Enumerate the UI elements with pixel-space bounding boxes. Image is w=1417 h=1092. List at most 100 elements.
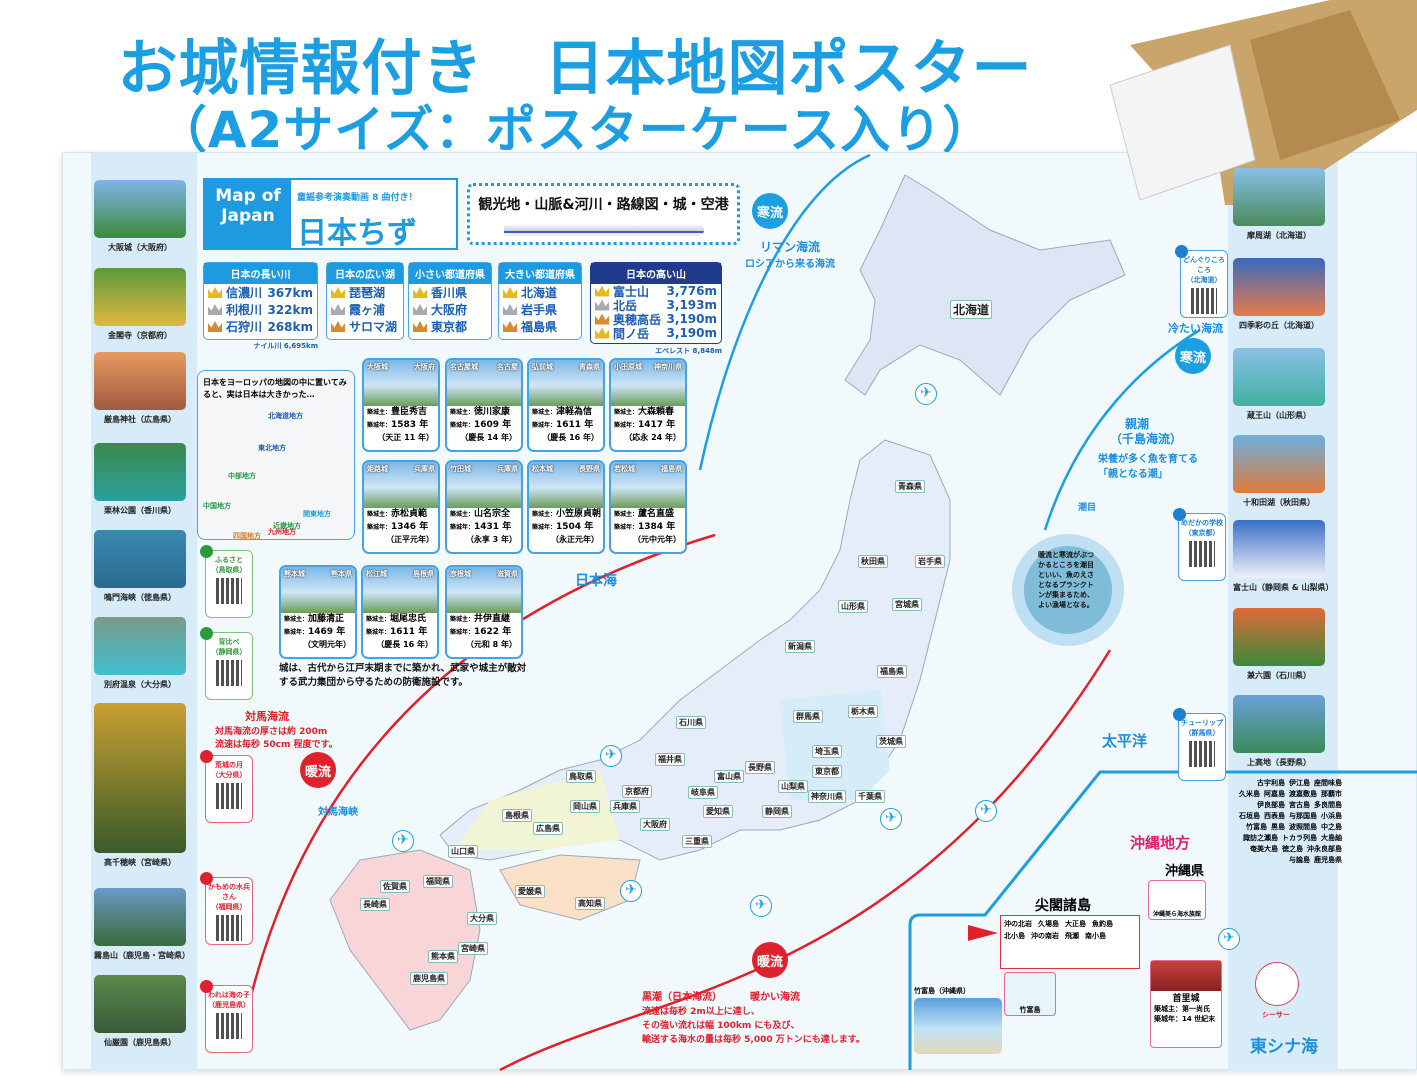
prefecture-label: 熊本県 — [428, 950, 458, 963]
qr-code-icon[interactable] — [1189, 741, 1215, 767]
prefecture-label: 北海道 — [950, 300, 993, 319]
crown-icon — [331, 304, 345, 315]
song-qr-card[interactable]: どんぐりころころ（北海道） — [1175, 245, 1228, 318]
song-qr-card[interactable]: めだかの学校（東京都） — [1173, 508, 1226, 581]
island-label: トカラ列島 — [1282, 834, 1317, 842]
kuroshio-desc-3: 輸送する海水の量は毎秒 5,000 万トンにも達します。 — [642, 1035, 865, 1045]
qr-code-icon[interactable] — [216, 915, 242, 941]
ranking-name: 利根川 — [226, 303, 263, 317]
builder-label: 築城主： — [532, 409, 557, 416]
song-qr-card[interactable]: ふるさと（鳥取県） — [200, 545, 253, 618]
year-label: 築城年： — [367, 422, 392, 429]
photo-image — [1233, 520, 1325, 578]
prefecture-label: 大分県 — [467, 912, 497, 925]
song-qr-card[interactable]: 荒城の月（大分県） — [200, 750, 253, 823]
castle-builder-row: 築城主：加藤清正 — [281, 613, 355, 626]
castle-year-row: 築城年：1417 年 — [611, 419, 685, 432]
castle-builder-row: 築城主：徳川家康 — [447, 406, 521, 419]
photo-image — [1233, 608, 1325, 666]
prefecture-label: 秋田県 — [858, 555, 888, 568]
ranking-name: 琵琶湖 — [349, 286, 386, 300]
castle-builder-row: 築城主：津軽為信 — [529, 406, 603, 419]
okinawa-pref-title: 沖縄県 — [1165, 864, 1205, 879]
castle-builder: 徳川家康 — [474, 407, 511, 417]
song-qr-card[interactable]: かもめの水兵さん（福岡県） — [200, 872, 253, 945]
photo-card: 十和田湖（秋田県） — [1233, 435, 1325, 508]
castle-pref: 福島県 — [661, 465, 682, 473]
island-label: 波照間島 — [1289, 823, 1317, 831]
poster-subtitle: （A2サイズ：ポスターケース入り） — [156, 101, 994, 159]
castle-name: 弘前城 — [532, 363, 553, 371]
ranking-name: 北海道 — [521, 286, 558, 300]
qr-code-icon[interactable] — [216, 578, 242, 604]
okinawa-region-title: 沖縄地方 — [1130, 834, 1191, 852]
crown-icon — [595, 285, 609, 297]
qr-code-icon[interactable] — [216, 660, 242, 686]
qr-code-icon[interactable] — [216, 1013, 242, 1039]
song-pref: （鹿児島県） — [208, 1001, 250, 1009]
prefecture-label: 新潟県 — [785, 640, 815, 653]
kuroshio-desc-1: 流速は毎秒 2m以上に達し、 — [642, 1007, 760, 1017]
song-title: チューリップ — [1181, 719, 1223, 727]
year-label: 築城年： — [450, 422, 475, 429]
qr-code-icon[interactable] — [1189, 541, 1215, 567]
castle-year-row: 築城年：1469 年 — [281, 626, 355, 639]
poster-tube — [1109, 44, 1256, 201]
ranking-box: 小さい都道府県香川県大阪府東京都 — [408, 262, 492, 340]
ranking-value: 268km — [267, 319, 313, 334]
prefecture-label: 山梨県 — [778, 780, 808, 793]
island-label: 石垣島 — [1239, 812, 1260, 820]
song-pref: （群馬県） — [1184, 729, 1220, 737]
ranking-name: 霞ヶ浦 — [349, 303, 386, 317]
qr-code-icon[interactable] — [216, 783, 242, 809]
castle-name: 松本城 — [532, 465, 553, 473]
castle-card: 小田原城神奈川県築城主：大森頼春築城年：1417 年（応永 24 年） — [609, 358, 687, 452]
crown-icon — [413, 321, 427, 332]
song-title: われは海の子 — [208, 991, 250, 999]
builder-label: 築城主： — [614, 511, 639, 518]
cold-current-badge: 寒流 — [752, 193, 788, 229]
island-label: 伊江島 — [1289, 779, 1310, 787]
island-label: 黒島 — [1271, 823, 1285, 831]
crown-icon — [595, 327, 609, 339]
photo-image — [94, 268, 186, 326]
qr-code-icon[interactable] — [1191, 288, 1217, 314]
castle-card: 若松城福島県築城主：蘆名直盛築城年：1384 年（元中元年） — [609, 460, 687, 554]
prefecture-label: 愛媛県 — [515, 885, 545, 898]
airport-icon: ✈ — [915, 383, 937, 405]
photo-card: 霧島山（鹿児島・宮崎県） — [94, 888, 190, 961]
prefecture-label: 岡山県 — [570, 800, 600, 813]
year-label: 築城年： — [450, 524, 475, 531]
song-qr-card[interactable]: われは海の子 （鹿児島県） — [200, 980, 253, 1053]
ranking-row: 香川県 — [409, 284, 491, 301]
prefecture-label: 青森県 — [895, 480, 925, 493]
song-qr-card[interactable]: 背比べ（静岡県） — [200, 627, 253, 700]
castle-pref: 島根県 — [413, 570, 434, 578]
photo-image — [1233, 695, 1325, 753]
castle-pref: 長野県 — [579, 465, 600, 473]
prefecture-label: 鹿児島県 — [410, 972, 448, 985]
ranking-name: 北岳 — [613, 298, 638, 313]
photo-caption: 高千穂峡（宮崎県） — [104, 858, 176, 867]
builder-label: 築城主： — [367, 409, 392, 416]
liman-current-desc: ロシアから来る海流 — [745, 259, 835, 270]
shinkansen-illustration — [503, 224, 704, 236]
ranking-title: 日本の高い山 — [591, 263, 721, 284]
japan-sea-label: 日本海 — [575, 573, 617, 589]
castle-photo: 姫路城兵庫県 — [364, 462, 438, 508]
prefecture-label: 広島県 — [533, 822, 563, 835]
senkaku-island-label: 大正島 — [1065, 920, 1086, 928]
photo-card: 四季彩の丘（北海道） — [1233, 258, 1325, 331]
castle-photo: 松江城島根県 — [363, 567, 437, 613]
island-label: 鹿児島県 — [1314, 856, 1342, 864]
prefecture-label: 高知県 — [575, 897, 605, 910]
song-qr-card[interactable]: チューリップ （群馬県） — [1173, 708, 1226, 781]
castle-builder-row: 築城主：堀尾忠氏 — [363, 613, 437, 626]
pacific-label: 太平洋 — [1102, 732, 1148, 750]
ranking-title: 大きい都道府県 — [499, 263, 581, 284]
